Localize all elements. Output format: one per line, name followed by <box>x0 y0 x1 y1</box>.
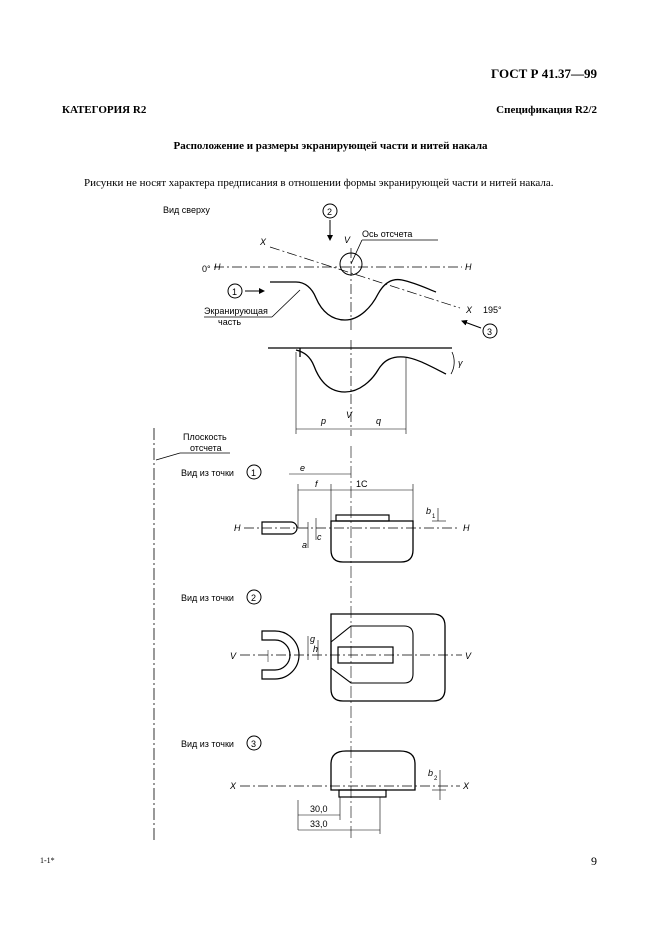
view2-axis-v-right: V <box>465 651 472 661</box>
gamma-arc <box>450 351 455 375</box>
callout-3-number: 3 <box>487 327 492 337</box>
callout-2-circle <box>322 203 338 219</box>
reference-plane: Плоскость отсчета <box>153 428 352 840</box>
page-number: 9 <box>591 854 597 868</box>
g-label: g <box>310 634 315 644</box>
view1-shield-body <box>330 520 414 563</box>
shield-top-curve <box>270 278 437 321</box>
view3-shield-dome <box>330 750 416 791</box>
footer-mark: 1-1* <box>40 856 55 865</box>
angle-0-label: 0° <box>202 264 211 274</box>
view3-filament <box>338 789 387 798</box>
h-label: h <box>313 644 318 654</box>
view3-callout-number: 3 <box>251 739 256 749</box>
view3-caption: Вид из точки <box>181 739 234 749</box>
callout-1-circle <box>227 283 243 299</box>
gamma-label: γ <box>458 358 463 368</box>
reference-plane-label-line2: отсчета <box>190 443 222 453</box>
shield-label-line2: часть <box>218 317 241 327</box>
shield-label-line1: Экранирующая <box>204 306 268 316</box>
b1-label: b <box>426 506 431 516</box>
view1-callout-circle <box>246 464 262 480</box>
view1-axis-h-right: H <box>463 523 470 533</box>
b1-subscript: 1 <box>432 514 436 520</box>
view3-axis-x-right: X <box>462 781 470 791</box>
view2-callout-circle <box>246 589 262 605</box>
view3-axis-x-left: X <box>229 781 237 791</box>
top-axis-h-label-right: H <box>465 262 472 272</box>
dim30-label: 30,0 <box>310 804 328 814</box>
view2-axis-v-left: V <box>230 651 237 661</box>
view2-filament-rect <box>337 646 394 664</box>
category-label: КАТЕГОРИЯ R2 <box>62 104 147 116</box>
angle-195-label: 195° <box>483 305 502 315</box>
top-axis-x <box>269 246 461 309</box>
reference-plane-leader <box>155 452 181 461</box>
b2-label: b <box>428 768 433 778</box>
standard-number: ГОСТ Р 41.37—99 <box>491 66 597 81</box>
view-from-point-3: Вид из точки 3 X X b 2 30,0 33,0 <box>181 735 470 834</box>
view-from-point-2: Вид из точки 2 V V g h <box>181 589 472 702</box>
top-view-caption: Вид сверху <box>163 205 210 215</box>
1c-label: 1C <box>356 479 368 489</box>
reference-axis-leader <box>350 239 363 265</box>
view1-filament <box>261 521 298 535</box>
callout-1-number: 1 <box>232 287 237 297</box>
top-view: Вид сверху 2 Ось отсчета V 0° H H X X 19… <box>163 203 502 339</box>
view2-u-filament <box>261 630 300 680</box>
reference-circle <box>339 252 363 276</box>
reference-axis-label: Ось отсчета <box>362 229 412 239</box>
profile-axis-v-label: V <box>346 410 353 420</box>
view1-caption: Вид из точки <box>181 468 234 478</box>
top-axis-x-label-left: X <box>259 237 267 247</box>
top-axis-v-label: V <box>344 235 351 245</box>
view2-callout-number: 2 <box>251 593 256 603</box>
view2-caption: Вид из точки <box>181 593 234 603</box>
shield-label-leader <box>271 289 301 318</box>
view1-callout-number: 1 <box>251 468 256 478</box>
dim33-label: 33,0 <box>310 819 328 829</box>
a-label: a <box>302 540 307 550</box>
view2-shield-outer <box>330 613 446 702</box>
q-label: q <box>376 416 381 426</box>
view3-callout-circle <box>246 735 262 751</box>
p-label: p <box>320 416 326 426</box>
c-label: c <box>317 532 322 542</box>
view2-shield-inner <box>330 625 414 684</box>
reference-plane-label-line1: Плоскость <box>183 432 227 442</box>
callout-3-arrow <box>461 319 482 329</box>
e-label: e <box>300 463 305 473</box>
view1-shield-top <box>335 514 390 522</box>
f-label: f <box>315 479 319 489</box>
profile-view: γ V p q <box>268 340 463 436</box>
top-axis-x-label-right: X <box>465 305 473 315</box>
view-from-point-1: Вид из точки 1 e f 1C H H b 1 c a <box>181 463 470 563</box>
figure-note: Рисунки не носят характера предписания в… <box>84 177 554 189</box>
section-title: Расположение и размеры экранирующей част… <box>173 140 488 152</box>
view1-axis-h-left: H <box>234 523 241 533</box>
profile-curve <box>295 349 447 393</box>
specification-label: Спецификация R2/2 <box>496 104 597 116</box>
callout-2-number: 2 <box>327 207 332 217</box>
b2-subscript: 2 <box>434 776 438 782</box>
callout-3-circle <box>482 323 498 339</box>
